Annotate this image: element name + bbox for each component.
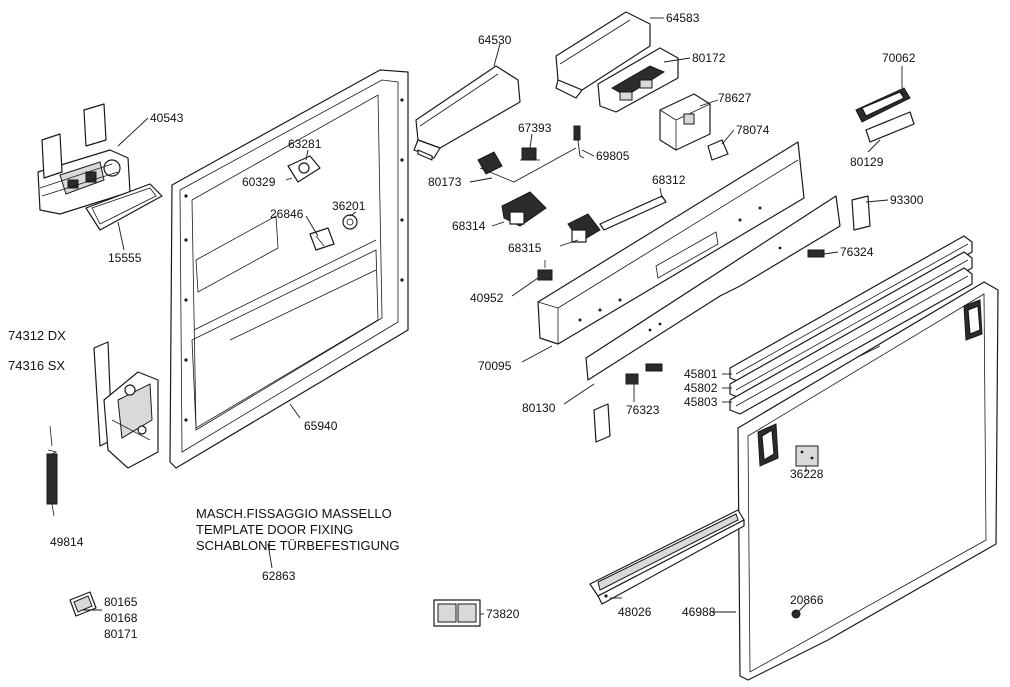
wire-69805: [573, 125, 585, 159]
cover-64530: [413, 65, 521, 161]
label-80165: 80165: [104, 595, 138, 609]
control-panel-70095: [537, 141, 805, 345]
label-68314: 68314: [452, 219, 486, 233]
spring-49814: [46, 425, 58, 517]
electronic-module-80172: [597, 47, 679, 113]
connector-67393: [520, 147, 540, 161]
label-80173: 80173: [428, 175, 462, 189]
label-65940: 65940: [304, 419, 338, 433]
label-78074: 78074: [736, 123, 770, 137]
label-46988: 46988: [682, 605, 716, 619]
screw-bag-80165: [69, 591, 97, 617]
outer-door-46988: [737, 281, 999, 681]
label-64530: 64530: [478, 33, 512, 47]
part-labels: 40543 15555 63281 60329 26846 36201 6594…: [8, 11, 924, 641]
label-68312: 68312: [652, 173, 686, 187]
label-67393: 67393: [518, 121, 552, 135]
panel-strip-93300: [851, 195, 871, 231]
relay-78627: [659, 93, 711, 151]
insert-small: [593, 403, 611, 443]
label-49814: 49814: [50, 535, 84, 549]
template-note-line-1: MASCH.FISSAGGIO MASSELLO: [196, 506, 392, 521]
label-64583: 64583: [666, 11, 700, 25]
switch-68315: [567, 213, 601, 243]
label-40543: 40543: [150, 111, 184, 125]
template-note-line-2: TEMPLATE DOOR FIXING: [196, 522, 353, 537]
label-69805: 69805: [596, 149, 630, 163]
template-plates-73820: [433, 599, 481, 627]
fascia-80130: [585, 195, 841, 381]
insert-80129: [865, 111, 915, 143]
handle-70062: [855, 87, 911, 123]
label-60329: 60329: [242, 175, 276, 189]
label-36201: 36201: [332, 199, 366, 213]
label-76324: 76324: [840, 245, 874, 259]
label-48026: 48026: [618, 605, 652, 619]
label-80171: 80171: [104, 627, 138, 641]
label-80129: 80129: [850, 155, 884, 169]
label-74312: 74312 DX: [8, 328, 66, 343]
inner-door-65940: [169, 69, 409, 469]
connector-40952: [537, 260, 553, 281]
label-93300: 93300: [890, 193, 924, 207]
label-80172: 80172: [692, 51, 726, 65]
button-68312: [599, 195, 667, 231]
label-62863: 62863: [262, 569, 296, 583]
label-40952: 40952: [470, 291, 504, 305]
cover-64583: [555, 11, 651, 99]
label-36228: 36228: [790, 467, 824, 481]
label-45803: 45803: [684, 395, 718, 409]
led-76324: [807, 249, 825, 258]
label-15555: 15555: [108, 251, 142, 265]
switch-80173: [477, 147, 577, 183]
label-76323: 76323: [626, 403, 660, 417]
leader-lines: [82, 17, 903, 615]
hinge-74312-74316: [93, 341, 159, 469]
label-68315: 68315: [508, 241, 542, 255]
profile-48026: [589, 509, 745, 605]
led-76323: [625, 363, 663, 385]
label-70062: 70062: [882, 51, 916, 65]
rinse-aid-cap-63281: [287, 155, 321, 183]
label-70095: 70095: [478, 359, 512, 373]
switch-68314: [501, 191, 547, 227]
label-26846: 26846: [270, 207, 304, 221]
template-note-line-3: SCHABLONE TÜRBEFESTIGUNG: [196, 538, 399, 553]
label-73820: 73820: [486, 607, 520, 621]
gasket-15555: [85, 183, 163, 231]
label-80168: 80168: [104, 611, 138, 625]
rails-45801-45803: [729, 235, 973, 415]
template-note: MASCH.FISSAGGIO MASSELLO TEMPLATE DOOR F…: [196, 506, 399, 553]
bracket-78074: [707, 139, 729, 161]
label-80130: 80130: [522, 401, 556, 415]
label-63281: 63281: [288, 137, 322, 151]
clip-36201: [342, 214, 358, 230]
label-20866: 20866: [790, 593, 824, 607]
label-78627: 78627: [718, 91, 752, 105]
label-45802: 45802: [684, 381, 718, 395]
label-45801: 45801: [684, 367, 718, 381]
label-74316: 74316 SX: [8, 358, 65, 373]
dispenser-40543: [37, 103, 131, 215]
